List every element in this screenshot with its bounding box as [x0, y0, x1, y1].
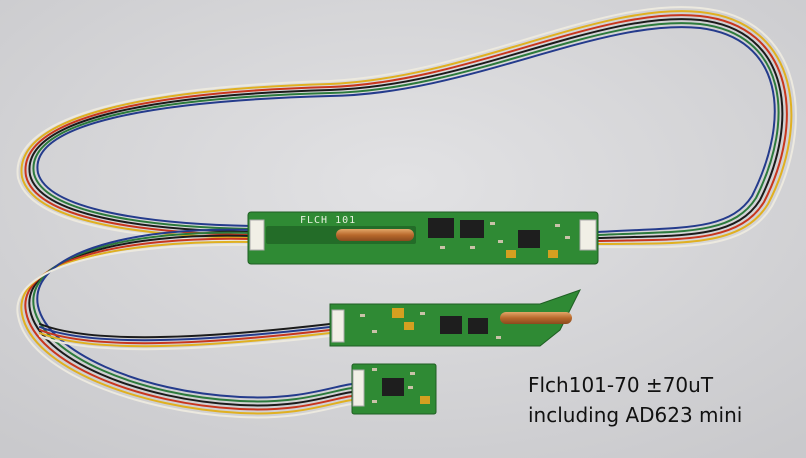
cable-bundle-long: [16, 6, 797, 249]
ad623-chip: [382, 378, 404, 396]
caption-line-model: Flch101-70 ±70uT: [528, 373, 714, 397]
sensor-board-long: FLCH 101: [247, 211, 599, 265]
connector-right: [579, 219, 597, 251]
ad623-mini-board: [351, 363, 437, 415]
capacitor: [548, 250, 558, 258]
ic-chip: [468, 318, 488, 334]
cable-bundle-lower: [16, 228, 353, 419]
caption-line-description: including AD623 mini: [528, 403, 743, 427]
connector: [331, 309, 345, 343]
fluxgate-sensor-core: [336, 229, 414, 241]
connector: [352, 369, 365, 407]
sensor-board-probe: [329, 289, 581, 347]
capacitor: [506, 250, 516, 258]
connector-left: [249, 219, 265, 251]
ic-chip: [518, 230, 540, 248]
ic-chip: [440, 316, 462, 334]
capacitor: [404, 322, 414, 330]
board-silkscreen-label: FLCH 101: [300, 215, 356, 226]
fluxgate-probe-core: [500, 312, 572, 324]
capacitor: [392, 308, 404, 318]
ic-chip: [460, 220, 484, 238]
photo-caption: Flch101-70 ±70uT including AD623 mini: [528, 370, 742, 430]
ic-chip: [428, 218, 454, 238]
capacitor: [420, 396, 430, 404]
